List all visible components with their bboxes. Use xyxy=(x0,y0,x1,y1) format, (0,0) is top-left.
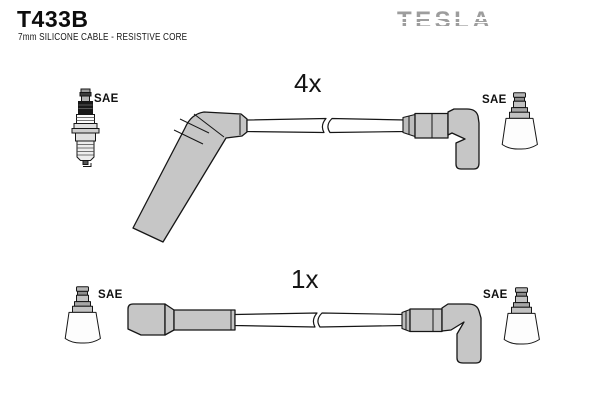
right-angle-boot xyxy=(447,108,480,170)
right-angle-boot xyxy=(441,303,482,364)
coil-boot-icon xyxy=(64,286,101,344)
coil-boot-icon xyxy=(503,287,540,345)
sae-label: SAE xyxy=(482,94,507,106)
tesla-logo: TESLA xyxy=(395,7,498,34)
sae-label: SAE xyxy=(483,289,508,301)
logo-stripe xyxy=(395,21,498,24)
tesla-logo-text: TESLA xyxy=(397,7,494,34)
cable-set-bottom: 1x SAE SAE xyxy=(64,264,540,364)
connector-body xyxy=(409,308,443,333)
cable-segment xyxy=(327,117,407,134)
coil-boot-icon xyxy=(501,92,538,150)
logo-stripe xyxy=(395,17,498,19)
quantity-label: 4x xyxy=(294,68,321,98)
part-number: T433B xyxy=(17,6,89,32)
connector-body xyxy=(173,309,236,331)
cable-assembly-bottom xyxy=(127,303,482,364)
quantity-label: 1x xyxy=(291,264,318,294)
cable-segment xyxy=(234,312,318,328)
subtitle: 7mm SILICONE CABLE - RESISTIVE CORE xyxy=(18,31,188,43)
boot-seam-lines xyxy=(173,113,241,145)
spark-plug-icon xyxy=(71,88,100,167)
sae-label: SAE xyxy=(98,289,123,301)
logo-stripe xyxy=(395,26,498,28)
boot-taper xyxy=(164,303,175,336)
straight-boot xyxy=(127,303,166,336)
sae-label: SAE xyxy=(94,93,119,105)
angled-spark-plug-boot xyxy=(132,111,248,243)
cable-assembly-top xyxy=(132,108,480,243)
cable-segment xyxy=(317,312,406,328)
cable-segment xyxy=(246,117,327,134)
cable-set-top: 4x SAE SAE xyxy=(71,68,538,243)
